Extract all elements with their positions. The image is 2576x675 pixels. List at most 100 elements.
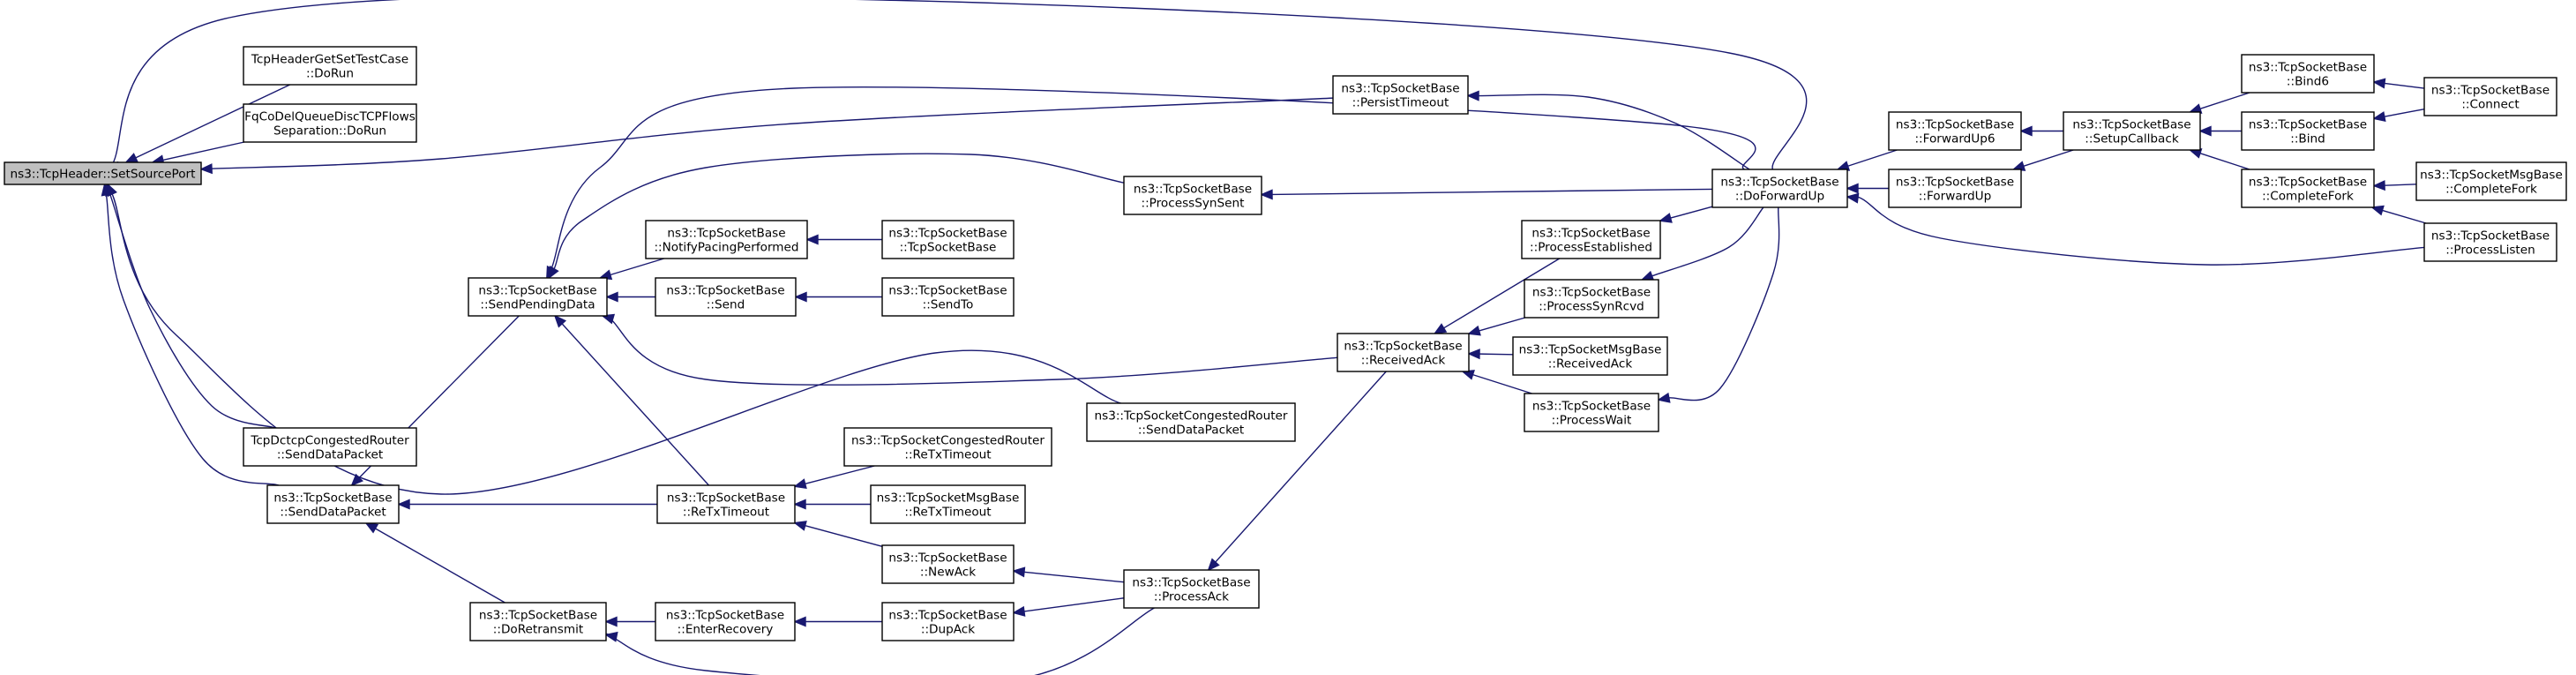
- node-label-line: ns3::TcpSocketBase: [888, 227, 1007, 241]
- node-label-line: ns3::TcpSocketBase: [2249, 176, 2367, 190]
- edge-arrowhead: [124, 153, 139, 163]
- node-box[interactable]: [1123, 569, 1260, 609]
- node-processWait[interactable]: ns3::TcpSocketBase::ProcessWait: [1524, 393, 1659, 432]
- edge-arrowhead: [1207, 558, 1220, 572]
- edge-doForwardUp-to-processSynRcvd: [1651, 206, 1764, 277]
- edge-arrowhead: [604, 631, 618, 642]
- edge-arrowhead: [1657, 392, 1671, 403]
- node-root[interactable]: ns3::TcpHeader::SetSourcePort: [4, 161, 202, 185]
- node-box[interactable]: [870, 484, 1026, 524]
- node-doForwardUp[interactable]: ns3::TcpSocketBase::DoForwardUp: [1711, 169, 1848, 208]
- node-receivedAck[interactable]: ns3::TcpSocketBase::ReceivedAck: [1337, 333, 1470, 372]
- node-doRetransmit[interactable]: ns3::TcpSocketBase::DoRetransmit: [469, 602, 607, 641]
- node-box[interactable]: [881, 602, 1015, 641]
- node-enterRecovery[interactable]: ns3::TcpSocketBase::EnterRecovery: [655, 602, 796, 641]
- node-box[interactable]: [655, 602, 796, 641]
- node-box[interactable]: [469, 602, 607, 641]
- edge-msgReceivedAck-to-receivedAck: [1479, 353, 1514, 356]
- node-box[interactable]: [1332, 75, 1469, 115]
- node-box[interactable]: [843, 427, 1052, 467]
- edge-arrowhead: [1467, 349, 1480, 360]
- node-box[interactable]: [468, 277, 608, 317]
- node-hdrTest[interactable]: TcpHeaderGetSetTestCase::DoRun: [243, 46, 417, 86]
- node-msgRetx[interactable]: ns3::TcpSocketMsgBase::ReTxTimeout: [870, 484, 1026, 524]
- node-box[interactable]: [1711, 169, 1848, 208]
- edge-processAck-to-newAck: [1023, 571, 1125, 583]
- node-box[interactable]: [645, 220, 808, 259]
- node-sendTo[interactable]: ns3::TcpSocketBase::SendTo: [881, 277, 1015, 317]
- node-box[interactable]: [2241, 111, 2375, 151]
- node-completeFork[interactable]: ns3::TcpSocketBase::CompleteFork: [2241, 169, 2375, 208]
- edge-receivedAck-to-processAck: [1215, 371, 1387, 563]
- edge-hdrTest-to-root: [135, 84, 290, 159]
- node-box[interactable]: [2063, 111, 2201, 151]
- node-label-line: ::CompleteFork: [2262, 190, 2354, 204]
- node-processAck[interactable]: ns3::TcpSocketBase::ProcessAck: [1123, 569, 1260, 609]
- node-box[interactable]: [1524, 393, 1659, 432]
- node-sendDataPacket[interactable]: ns3::TcpSocketBase::SendDataPacket: [266, 484, 400, 524]
- node-label-line: ::SendDataPacket: [280, 506, 386, 520]
- node-label-line: ns3::TcpSocketBase: [1132, 576, 1250, 590]
- edge-notifyPacing-to-sendPendingData: [610, 258, 664, 276]
- node-processSynSent[interactable]: ns3::TcpSocketBase::ProcessSynSent: [1123, 176, 1262, 215]
- node-fqCodel[interactable]: FqCoDelQueueDiscTCPFlowsSeparation::DoRu…: [243, 103, 417, 143]
- node-bind6[interactable]: ns3::TcpSocketBase::Bind6: [2241, 54, 2375, 94]
- node-connect[interactable]: ns3::TcpSocketBase::Connect: [2423, 77, 2557, 116]
- node-persistTimeout[interactable]: ns3::TcpSocketBase::PersistTimeout: [1332, 75, 1469, 115]
- node-setupCallback[interactable]: ns3::TcpSocketBase::SetupCallback: [2063, 111, 2201, 151]
- node-box[interactable]: [2241, 169, 2375, 208]
- node-label-line: ::SendTo: [923, 298, 974, 312]
- node-bind[interactable]: ns3::TcpSocketBase::Bind: [2241, 111, 2375, 151]
- node-msgCompleteFork[interactable]: ns3::TcpSocketMsgBase::CompleteFork: [2415, 161, 2567, 201]
- node-box[interactable]: [243, 103, 417, 143]
- node-notifyPacing[interactable]: ns3::TcpSocketBase::NotifyPacingPerforme…: [645, 220, 808, 259]
- node-congRetx[interactable]: ns3::TcpSocketCongestedRouter::ReTxTimeo…: [843, 427, 1052, 467]
- node-ctor[interactable]: ns3::TcpSocketBase::TcpSocketBase: [881, 220, 1015, 259]
- node-reTxTimeout[interactable]: ns3::TcpSocketBase::ReTxTimeout: [656, 484, 796, 524]
- edge-arrowhead: [364, 522, 379, 534]
- node-forwardUp6[interactable]: ns3::TcpSocketBase::ForwardUp6: [1888, 111, 2022, 151]
- node-box[interactable]: [881, 544, 1015, 584]
- node-box[interactable]: [656, 484, 796, 524]
- node-label-line: ::ProcessSynSent: [1142, 197, 1245, 211]
- node-sendPendingData[interactable]: ns3::TcpSocketBase::SendPendingData: [468, 277, 608, 317]
- node-processSynRcvd[interactable]: ns3::TcpSocketBase::ProcessSynRcvd: [1524, 279, 1659, 319]
- edge-arrowhead: [1260, 189, 1273, 200]
- node-box[interactable]: [1337, 333, 1470, 372]
- node-box[interactable]: [4, 161, 202, 185]
- node-box[interactable]: [2423, 222, 2557, 262]
- node-box[interactable]: [1521, 220, 1661, 259]
- node-box[interactable]: [243, 427, 417, 467]
- edge-arrowhead: [793, 499, 806, 510]
- node-box[interactable]: [1888, 111, 2022, 151]
- edge-congRetx-to-reTxTimeout: [805, 465, 875, 485]
- node-box[interactable]: [1888, 169, 2022, 208]
- node-box[interactable]: [1123, 176, 1262, 215]
- edge-processSynRcvd-to-receivedAck: [1479, 317, 1525, 332]
- edge-arrowhead: [794, 291, 807, 303]
- node-box[interactable]: [2423, 77, 2557, 116]
- node-box[interactable]: [1086, 402, 1296, 442]
- node-dctcpSend[interactable]: TcpDctcpCongestedRouter::SendDataPacket: [243, 427, 417, 467]
- node-label-line: ns3::TcpSocketBase: [2072, 118, 2190, 132]
- node-box[interactable]: [243, 46, 417, 86]
- node-label-line: ::NewAck: [920, 566, 976, 580]
- node-newAck[interactable]: ns3::TcpSocketBase::NewAck: [881, 544, 1015, 584]
- edge-arrowhead: [553, 314, 567, 328]
- node-box[interactable]: [1524, 279, 1659, 319]
- node-label-line: FqCoDelQueueDiscTCPFlows: [244, 110, 416, 124]
- node-box[interactable]: [655, 277, 797, 317]
- node-dupAck[interactable]: ns3::TcpSocketBase::DupAck: [881, 602, 1015, 641]
- node-processEstablished[interactable]: ns3::TcpSocketBase::ProcessEstablished: [1521, 220, 1661, 259]
- node-box[interactable]: [1512, 336, 1668, 376]
- node-msgReceivedAck[interactable]: ns3::TcpSocketMsgBase::ReceivedAck: [1512, 336, 1668, 376]
- node-box[interactable]: [2415, 161, 2567, 201]
- node-congSend[interactable]: ns3::TcpSocketCongestedRouter::SendDataP…: [1086, 402, 1296, 442]
- node-send[interactable]: ns3::TcpSocketBase::Send: [655, 277, 797, 317]
- node-processListen[interactable]: ns3::TcpSocketBase::ProcessListen: [2423, 222, 2557, 262]
- node-box[interactable]: [881, 220, 1015, 259]
- node-forwardUp[interactable]: ns3::TcpSocketBase::ForwardUp: [1888, 169, 2022, 208]
- node-box[interactable]: [2241, 54, 2375, 94]
- node-box[interactable]: [266, 484, 400, 524]
- node-box[interactable]: [881, 277, 1015, 317]
